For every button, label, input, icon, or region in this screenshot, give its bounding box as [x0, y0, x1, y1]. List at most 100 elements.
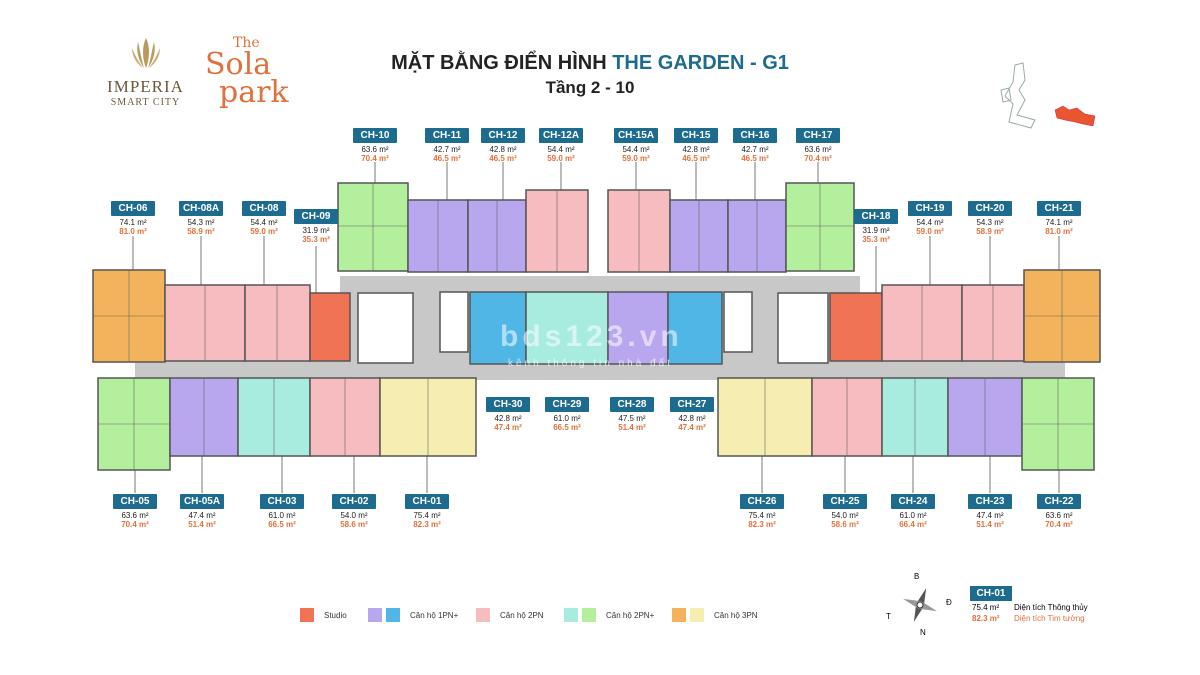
unit-area-gross: 59.0 m²: [250, 227, 278, 236]
unit-code: CH-05A: [180, 494, 224, 509]
stair-left: [357, 292, 414, 364]
imperia-sub: SMART CITY: [110, 97, 181, 108]
legend-swatch-studio: [300, 608, 314, 622]
unit-area-net: 63.6 m²: [804, 145, 832, 154]
unit-area-net: 75.4 m²: [413, 511, 441, 520]
unit-code: CH-19: [908, 201, 952, 216]
unit-ch28: [607, 291, 669, 365]
unit-area-gross: 70.4 m²: [804, 154, 832, 163]
unit-area-gross: 81.0 m²: [119, 227, 147, 236]
unit-area-net: 63.6 m²: [1045, 511, 1073, 520]
unit-code: CH-08: [242, 201, 286, 216]
unit-area-net: 61.0 m²: [553, 414, 581, 423]
sola-park-logo: The Sola park: [205, 36, 289, 108]
legend-label-3pn: Căn hộ 3PN: [714, 611, 758, 620]
unit-area-gross: 59.0 m²: [916, 227, 944, 236]
imperia-logo: IMPERIA SMART CITY: [98, 36, 193, 108]
legend-swatch-2pnplus-a: [564, 608, 578, 622]
key-net-label: Diện tích Thông thủy: [1014, 603, 1088, 612]
unit-area-gross: 59.0 m²: [547, 154, 575, 163]
unit-area-gross: 70.4 m²: [361, 154, 389, 163]
legend-swatch-1pn-b: [386, 608, 400, 622]
key-gross-label: Diện tích Tim tường: [1014, 614, 1085, 623]
unit-area-gross: 82.3 m²: [748, 520, 776, 529]
unit-ch18: [829, 292, 883, 362]
unit-area-net: 31.9 m²: [302, 226, 330, 235]
unit-code: CH-18: [854, 209, 898, 224]
unit-ch30: [469, 291, 527, 365]
legend-swatch-1pn-a: [368, 608, 382, 622]
unit-area-net: 47.4 m²: [976, 511, 1004, 520]
unit-code: CH-03: [260, 494, 304, 509]
unit-area-net: 61.0 m²: [268, 511, 296, 520]
unit-area-net: 54.0 m²: [831, 511, 859, 520]
unit-area-gross: 82.3 m²: [413, 520, 441, 529]
unit-code: CH-25: [823, 494, 867, 509]
legend-label-1pn: Căn hộ 1PN+: [410, 611, 459, 620]
key-area-net: 75.4 m²: [972, 603, 1000, 612]
unit-code: CH-23: [968, 494, 1012, 509]
compass-s: N: [920, 628, 926, 637]
compass: B N Đ T: [880, 570, 960, 640]
unit-area-gross: 51.4 m²: [618, 423, 646, 432]
unit-area-net: 47.4 m²: [188, 511, 216, 520]
unit-area-net: 74.1 m²: [119, 218, 147, 227]
unit-code: CH-15: [674, 128, 718, 143]
unit-area-net: 54.4 m²: [916, 218, 944, 227]
unit-area-gross: 70.4 m²: [121, 520, 149, 529]
unit-area-net: 75.4 m²: [748, 511, 776, 520]
watermark-sub: kênh thông tin nhà đất: [508, 358, 673, 369]
unit-ch09: [309, 292, 351, 362]
unit-code: CH-10: [353, 128, 397, 143]
unit-area-net: 42.7 m²: [433, 145, 461, 154]
unit-code: CH-28: [610, 397, 654, 412]
unit-area-net: 42.8 m²: [489, 145, 517, 154]
unit-area-gross: 35.3 m²: [862, 235, 890, 244]
title-highlight: THE GARDEN - G1: [612, 52, 789, 74]
unit-code: CH-17: [796, 128, 840, 143]
unit-area-gross: 66.4 m²: [899, 520, 927, 529]
unit-area-net: 54.4 m²: [250, 218, 278, 227]
compass-n: B: [914, 572, 920, 581]
unit-ch08: [244, 284, 311, 362]
unit-area-net: 63.6 m²: [121, 511, 149, 520]
unit-area-gross: 81.0 m²: [1045, 227, 1073, 236]
unit-code: CH-26: [740, 494, 784, 509]
unit-code: CH-01: [405, 494, 449, 509]
unit-code: CH-22: [1037, 494, 1081, 509]
unit-area-net: 42.8 m²: [494, 414, 522, 423]
unit-area-gross: 35.3 m²: [302, 235, 330, 244]
lift-left: [439, 291, 469, 353]
unit-area-net: 42.8 m²: [682, 145, 710, 154]
